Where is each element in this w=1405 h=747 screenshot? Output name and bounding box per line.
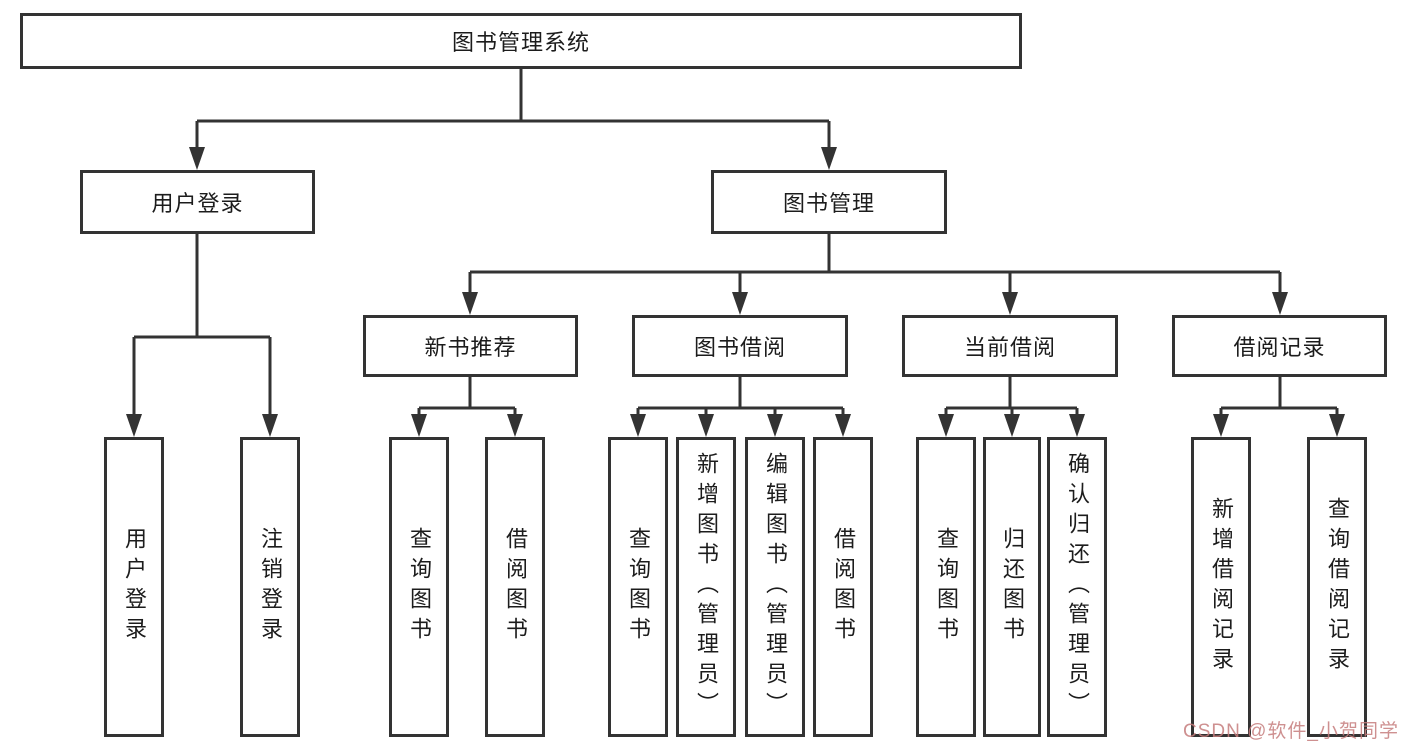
- edge-newbookrec-to-children: [417, 377, 517, 416]
- arrow-icon: [767, 414, 783, 437]
- arrow-icon: [698, 414, 714, 437]
- arrow-icon: [1213, 414, 1229, 437]
- arrow-icon: [630, 414, 646, 437]
- node-root: 图书管理系统: [20, 13, 1022, 69]
- edge-borrowrecords-to-children: [1219, 377, 1339, 416]
- node-cb-confirm-return-admin: 确认归还（管理员）: [1047, 437, 1107, 737]
- arrow-icon: [821, 147, 837, 170]
- node-user-login-label: 用户登录: [151, 191, 244, 216]
- node-new-book-recommend-label: 新书推荐: [424, 335, 517, 360]
- node-nbr-borrow-books-label: 借阅图书: [503, 527, 528, 647]
- arrow-icon: [1069, 414, 1085, 437]
- node-user-login-leaf: 用户登录: [104, 437, 164, 737]
- node-user-login: 用户登录: [80, 170, 315, 234]
- node-br-add-record-label: 新增借阅记录: [1209, 497, 1234, 677]
- node-book-management: 图书管理: [711, 170, 947, 234]
- arrow-icon: [732, 292, 748, 315]
- node-nbr-query-books-label: 查询图书: [407, 527, 432, 647]
- arrow-icon: [462, 292, 478, 315]
- node-br-add-record: 新增借阅记录: [1191, 437, 1251, 737]
- node-bb-query-books-label: 查询图书: [626, 527, 651, 647]
- arrow-icon: [411, 414, 427, 437]
- node-cb-query-books-label: 查询图书: [934, 527, 959, 647]
- node-borrow-records: 借阅记录: [1172, 315, 1387, 377]
- edge-bookmgmt-to-level3: [468, 234, 1282, 294]
- node-current-borrow: 当前借阅: [902, 315, 1118, 377]
- node-new-book-recommend: 新书推荐: [363, 315, 578, 377]
- node-bb-edit-books-admin: 编辑图书（管理员）: [745, 437, 805, 737]
- node-bb-borrow-books: 借阅图书: [813, 437, 873, 737]
- node-current-borrow-label: 当前借阅: [963, 335, 1056, 360]
- node-nbr-query-books: 查询图书: [389, 437, 449, 737]
- edge-bookborrow-to-children: [636, 377, 845, 416]
- arrow-icon: [1329, 414, 1345, 437]
- node-cb-return-books: 归还图书: [983, 437, 1041, 737]
- edge-currentborrow-to-children: [944, 377, 1079, 416]
- node-root-label: 图书管理系统: [451, 30, 590, 55]
- node-nbr-borrow-books: 借阅图书: [485, 437, 545, 737]
- arrowheads: [126, 147, 1345, 437]
- edge-userlogin-to-children: [132, 234, 272, 416]
- node-bb-add-books-admin: 新增图书（管理员）: [676, 437, 736, 737]
- node-logout: 注销登录: [240, 437, 300, 737]
- node-cb-return-books-label: 归还图书: [1000, 527, 1025, 647]
- node-bb-borrow-books-label: 借阅图书: [831, 527, 856, 647]
- node-bb-add-books-admin-label: 新增图书（管理员）: [694, 452, 719, 722]
- node-user-login-leaf-label: 用户登录: [122, 527, 147, 647]
- arrow-icon: [507, 414, 523, 437]
- node-br-query-record-label: 查询借阅记录: [1325, 497, 1350, 677]
- arrow-icon: [835, 414, 851, 437]
- arrow-icon: [1002, 292, 1018, 315]
- node-cb-query-books: 查询图书: [916, 437, 976, 737]
- arrow-icon: [262, 414, 278, 437]
- node-cb-confirm-return-admin-label: 确认归还（管理员）: [1065, 452, 1090, 722]
- arrow-icon: [938, 414, 954, 437]
- node-bb-edit-books-admin-label: 编辑图书（管理员）: [763, 452, 788, 722]
- node-book-management-label: 图书管理: [782, 191, 875, 216]
- node-logout-label: 注销登录: [258, 527, 283, 647]
- arrow-icon: [1004, 414, 1020, 437]
- edge-root-to-level2: [195, 69, 831, 151]
- node-borrow-records-label: 借阅记录: [1233, 335, 1326, 360]
- arrow-icon: [126, 414, 142, 437]
- node-bb-query-books: 查询图书: [608, 437, 668, 737]
- node-br-query-record: 查询借阅记录: [1307, 437, 1367, 737]
- arrow-icon: [189, 147, 205, 170]
- node-book-borrow: 图书借阅: [632, 315, 848, 377]
- node-book-borrow-label: 图书借阅: [693, 335, 786, 360]
- arrow-icon: [1272, 292, 1288, 315]
